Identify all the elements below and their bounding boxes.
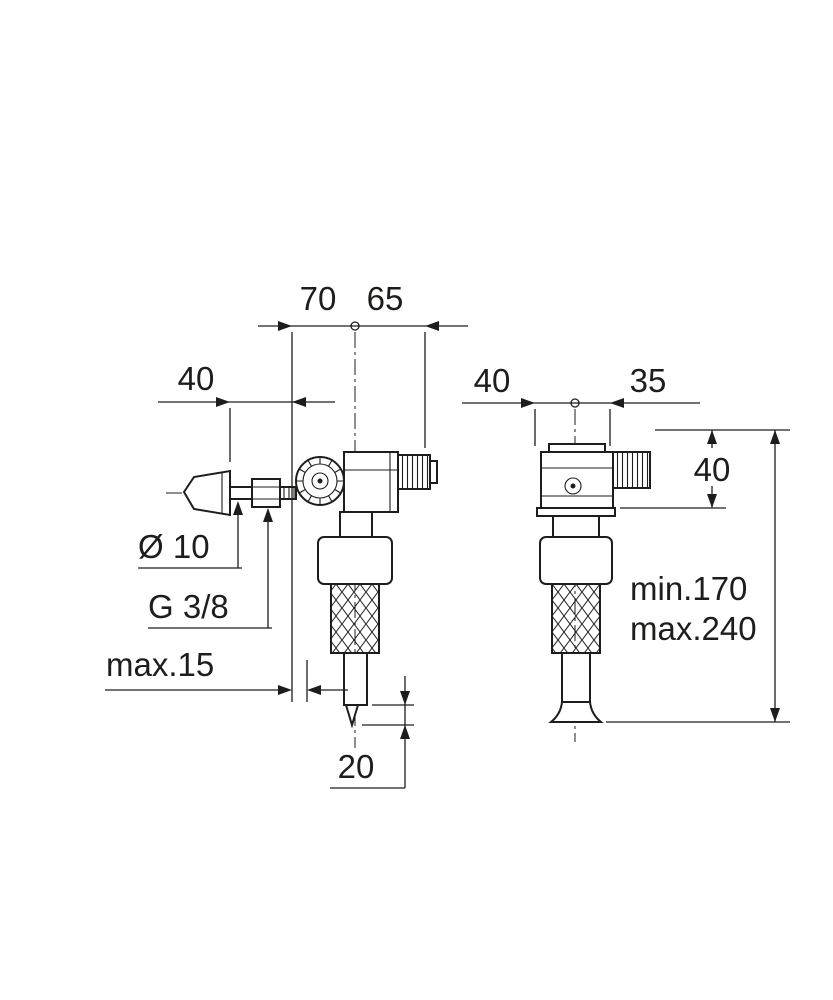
body-top-cap	[548, 443, 606, 453]
dim-arrow	[400, 691, 410, 705]
adjusting-screw-dot	[570, 483, 576, 489]
adjusting-wheel	[295, 456, 345, 506]
dim-label-max240: max.240	[630, 610, 757, 647]
label-shaft-diameter: Ø 10	[138, 501, 243, 569]
valve-neck-front	[552, 515, 600, 538]
dim-label-diameter-10: Ø 10	[138, 528, 210, 565]
wheel-center-dot	[317, 478, 323, 484]
valve-neck-side	[339, 511, 373, 538]
dim-label-35-front: 35	[630, 362, 667, 399]
dim-arrow	[278, 321, 292, 331]
wheel-knurl-ticks	[296, 457, 344, 505]
dim-arrow	[707, 494, 717, 508]
knurled-sleeve-front	[551, 583, 601, 654]
dim-handle-40: 40	[158, 360, 335, 462]
dim-label-65: 65	[367, 280, 404, 317]
dim-label-20: 20	[338, 748, 375, 785]
dim-arrow	[216, 397, 230, 407]
dim-arrow	[770, 708, 780, 722]
dim-arrow	[610, 398, 624, 408]
dim-inlet-height-40: 40	[620, 429, 790, 509]
dim-center-mark	[350, 321, 360, 331]
dim-arrow	[292, 397, 306, 407]
wheel-hub	[311, 472, 329, 490]
adjusting-screw	[564, 477, 582, 495]
dim-install-height: min.170 max.240	[606, 430, 790, 723]
dim-arrow	[707, 430, 717, 444]
dim-label-70: 70	[300, 280, 337, 317]
valve-handle-cone	[182, 469, 231, 517]
dim-arrow	[425, 321, 439, 331]
dim-label-thread: G 3/8	[148, 588, 229, 625]
dim-arrow	[278, 685, 292, 695]
dim-label-40-height: 40	[694, 451, 731, 488]
knurled-sleeve-side	[330, 583, 380, 654]
side-view	[166, 332, 438, 748]
leader-arrow	[233, 501, 243, 515]
body-bottom-plate	[536, 507, 616, 517]
ribbed-connector-front	[612, 451, 651, 489]
dim-label-min170: min.170	[630, 570, 747, 607]
dim-label-max15: max.15	[106, 646, 214, 683]
connector-end-cap	[429, 460, 438, 484]
dim-label-40-front: 40	[474, 362, 511, 399]
outlet-tube-side	[343, 652, 368, 706]
dim-label-40-handle: 40	[178, 360, 215, 397]
ribbed-connector-side	[397, 454, 431, 490]
dim-arrow	[770, 430, 780, 444]
dim-arrow	[521, 398, 535, 408]
dim-arrow	[400, 725, 410, 739]
outlet-tip	[344, 704, 360, 729]
outlet-tube-front	[561, 652, 591, 703]
flange-block-side	[317, 536, 393, 585]
leader-arrow	[263, 508, 273, 522]
front-view	[536, 409, 651, 742]
dim-top-width-70-65: 70 65	[258, 280, 468, 702]
outlet-flare	[548, 701, 604, 723]
valve-body-side	[343, 451, 399, 513]
flange-block-front	[539, 536, 613, 585]
dim-wall-max15: max.15	[105, 646, 348, 702]
shaft-nut	[251, 478, 281, 508]
dim-front-width-40-35: 40 35	[462, 362, 700, 446]
dim-arrow	[307, 685, 321, 695]
dim-tip-20: 20	[330, 676, 414, 789]
label-thread-g38: G 3/8	[148, 508, 273, 629]
valve-body-front	[540, 451, 614, 509]
dim-center-mark	[570, 398, 580, 408]
